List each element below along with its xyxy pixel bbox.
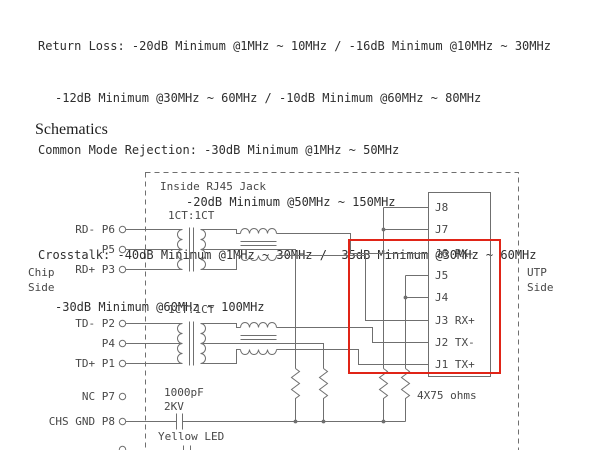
pin-label-p2: TD- P2: [75, 317, 115, 330]
choke-2-bottom-coil: [240, 349, 277, 355]
pin-label-p3: RD+ P3: [75, 263, 115, 276]
pin-label-p1: TD+ P1: [75, 357, 115, 370]
rj45-pin-box: [428, 192, 491, 377]
chip-side-label: Chip: [28, 266, 55, 279]
resistors-value-label: 4X75 ohms: [417, 389, 477, 402]
pin-label-p5: P5: [102, 243, 115, 256]
led-symbol-partial: [183, 445, 191, 450]
utp-side-label: Side: [527, 281, 554, 294]
chassis-ground-network: [125, 413, 406, 430]
junction-dot: [403, 295, 408, 300]
spec-line-return-loss: Return Loss: -20dB Minimum @1MHz ~ 10MHz…: [38, 38, 551, 53]
rx-pair-wires: [125, 229, 429, 369]
chip-side-label: Side: [28, 281, 55, 294]
transformer-1-ratio-label: 1CT:1CT: [168, 209, 215, 222]
schematics-heading: Schematics: [35, 121, 108, 138]
choke-2-top-coil: [240, 322, 277, 328]
pin-terminal-p4: [118, 339, 127, 348]
pin-terminal-p5: [118, 245, 127, 254]
chip-side-pin-terminals: [118, 225, 127, 450]
spec-line-return-loss-cont: -12dB Minimum @30MHz ~ 60MHz / -10dB Min…: [55, 91, 482, 106]
choke-2: [240, 322, 277, 355]
choke-1-top-coil: [240, 228, 277, 234]
transformer-2-ratio-label: 1CT:1CT: [168, 303, 215, 316]
jack-pin-label-j8: J8: [435, 201, 448, 214]
transformer-1-core: [189, 227, 194, 272]
choke-1-core: [240, 241, 277, 246]
junction-dots: [293, 227, 408, 424]
pin-terminal-p2: [118, 319, 127, 328]
schematic-linework: [118, 172, 519, 450]
inside-rj45-label: Inside RJ45 Jack: [160, 180, 266, 193]
resistor-1: [290, 368, 301, 422]
pin-terminal-partial: [118, 445, 127, 450]
pin-terminal-p3: [118, 265, 127, 274]
schematic-labels: Inside RJ45 Jack 1CT:1CT 1CT:1CT Chip Si…: [28, 180, 554, 443]
junction-dot: [321, 419, 326, 424]
choke-2-core: [240, 335, 277, 340]
pin-terminal-p1: [118, 359, 127, 368]
spec-line-crosstalk: Crosstalk: -40dB Minimum @1MHz ~ 30MHz /…: [38, 247, 537, 262]
highlight-box: [348, 239, 501, 374]
jack-outline-dashed-box: [145, 172, 519, 450]
junction-dot: [293, 419, 298, 424]
jack-pin-label-j1: J1 TX+: [435, 358, 475, 371]
choke-1-bottom-coil: [240, 255, 277, 261]
electrical-specs-block: Return Loss: -20dB Minimum @1MHz ~ 10MHz…: [38, 3, 551, 334]
jack-pin-label-j3: J3 RX+: [435, 314, 475, 327]
transformer-2-core: [189, 321, 194, 366]
jack-pin-label-j5: J5: [435, 269, 448, 282]
tx-pair-wires: [125, 323, 429, 369]
resistor-4: [400, 368, 411, 422]
capacitor-plates: [176, 413, 183, 430]
junction-dot: [381, 227, 386, 232]
capacitor-rating-label: 2KV: [164, 400, 184, 413]
pin-label-p7: NC P7: [82, 390, 115, 403]
spec-line-crosstalk-cont: -30dB Minimum @60MHz ~ 100MHz: [55, 299, 265, 314]
junction-dot: [381, 419, 386, 424]
resistor-3: [378, 368, 389, 422]
resistor-2: [318, 368, 329, 422]
pin-terminal-p6: [118, 225, 127, 234]
jack-pin-labels: J8 J7 J6 RX- J5 J4 J3 RX+ J2 TX- J1 TX+: [435, 201, 475, 371]
jack-pin-label-j4: J4: [435, 291, 449, 304]
spec-line-common-mode: Common Mode Rejection: -30dB Minimum @1M…: [38, 143, 400, 158]
pin-label-p6: RD- P6: [75, 223, 115, 236]
spec-line-common-mode-cont: -20dB Minimum @50MHz ~ 150MHz: [186, 195, 396, 210]
pin-terminal-p7: [118, 392, 127, 401]
pin-label-p4: P4: [102, 337, 116, 350]
jack-pin-label-j6: J6 RX-: [435, 247, 475, 260]
led-label: Yellow LED: [158, 430, 224, 443]
pin-label-p8: CHS GND P8: [49, 415, 115, 428]
jack-pin-label-j7: J7: [435, 223, 448, 236]
capacitor-value-label: 1000pF: [164, 386, 204, 399]
utp-side-label: UTP: [527, 266, 547, 279]
pin-terminal-p8: [118, 417, 127, 426]
choke-1: [240, 228, 277, 261]
chip-side-pin-labels: RD- P6 P5 RD+ P3 TD- P2 P4 TD+ P1 NC P7 …: [49, 223, 116, 428]
termination-wires: [383, 207, 429, 369]
termination-resistors: [290, 368, 411, 422]
jack-pin-label-j2: J2 TX-: [435, 336, 475, 349]
